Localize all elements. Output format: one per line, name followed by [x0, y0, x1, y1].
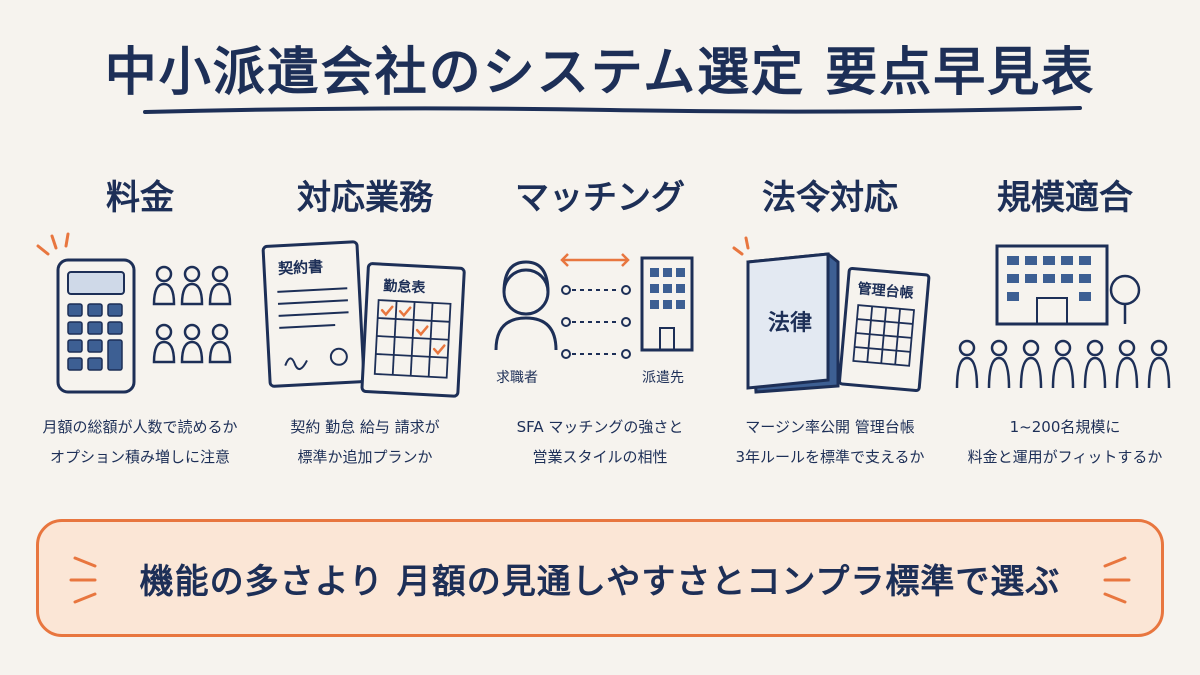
conclusion-banner: 機能の多さより 月額の見通しやすさとコンプラ標準で選ぶ: [36, 519, 1164, 637]
page-title: 中小派遣会社のシステム選定 要点早見表: [104, 43, 1096, 103]
documents-icon: 契約書 勤怠表: [261, 240, 466, 398]
column-description: 1~200名規模に 料金と運用がフィットするか: [967, 418, 1163, 466]
law-book-icon: 法律 管理台帳: [732, 236, 931, 394]
banner-text: 機能の多さより 月額の見通しやすさとコンプラ標準で選ぶ: [139, 561, 1061, 602]
column-title: 料金: [106, 178, 174, 218]
column-scale-fit: 規模適合 1~200名規模に 料金と運用がフィットするか: [955, 170, 1175, 490]
seeker-label: 求職者: [496, 370, 538, 386]
calculator-icon: [36, 232, 232, 394]
ledger-label: 管理台帳: [857, 280, 914, 302]
column-description: 契約 勤怠 給与 請求が 標準か追加プランか: [290, 418, 440, 466]
column-description: マージン率公開 管理台帳 3年ルールを標準で支えるか: [735, 418, 925, 466]
column-description: 月額の総額が人数で読めるか オプション積み増しに注意: [42, 418, 238, 466]
contract-label: 契約書: [277, 258, 324, 278]
column-pricing: 料金 月額の総額が人数で読めるか オプション積み増しに注意: [30, 170, 250, 490]
client-label: 派遣先: [642, 370, 684, 386]
column-title: 法令対応: [762, 178, 898, 218]
column-compliance: 法令対応 法律 管理台帳 マージン率公開 管理台帳 3年ルールを標準で支えるか: [720, 170, 940, 490]
emphasis-rays-right: [1103, 556, 1131, 604]
law-label: 法律: [768, 310, 812, 336]
title-underline: [143, 106, 1082, 114]
timesheet-label: 勤怠表: [383, 277, 427, 296]
matching-icon: 求職者 派遣先: [494, 253, 694, 386]
column-description: SFA マッチングの強さと 営業スタイルの相性: [516, 418, 684, 466]
column-title: 対応業務: [297, 178, 433, 218]
emphasis-rays-left: [69, 556, 97, 604]
column-matching: マッチング 求職者 派遣先 SFA マッチングの強さと 営業スタイルの相性: [490, 170, 710, 490]
building-people-icon: [955, 244, 1171, 389]
column-title: 規模適合: [997, 178, 1133, 218]
column-title: マッチング: [515, 178, 685, 218]
column-operations: 対応業務 契約書 勤怠表 契約 勤怠 給与 請求が 標準か追加プランか: [255, 170, 475, 490]
